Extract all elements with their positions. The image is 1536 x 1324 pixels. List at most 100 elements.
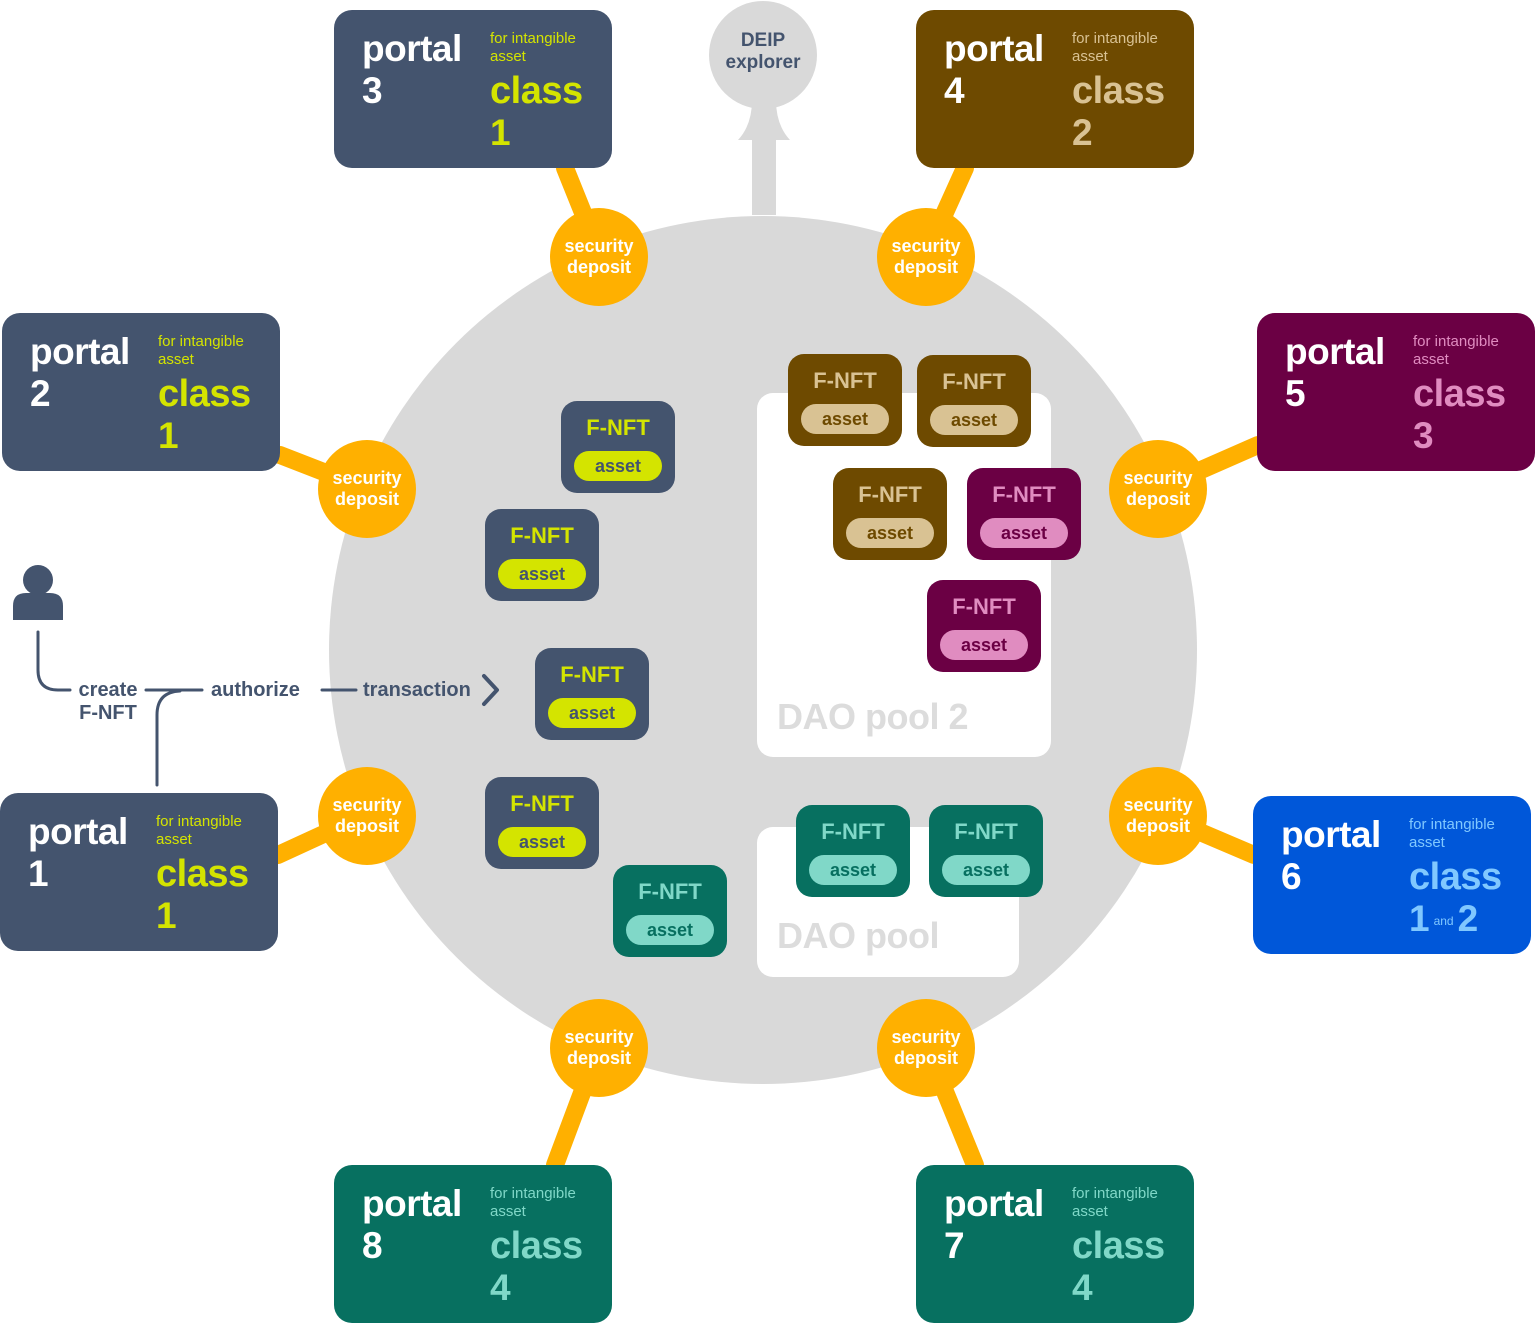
fnft-token[interactable]: F-NFT asset [833,468,947,560]
portal-class-word: class [1072,70,1165,112]
authorize-label: authorize [211,679,300,701]
portal-word: portal [362,1183,462,1224]
portal-word: portal [362,28,462,69]
deposit-circle-portal-2 [318,440,416,538]
fnft-token[interactable]: F-NFT asset [788,354,902,446]
portal-class-number: 1 [158,415,179,456]
portal-2[interactable]: portal 2 for intangible asset class 1 [2,313,280,471]
deposit-line1: security [564,236,634,256]
portal-4[interactable]: portal 4 for intangible asset class 2 [916,10,1194,168]
fnft-token[interactable]: F-NFT asset [917,355,1031,447]
deposit-line2: deposit [893,1048,958,1068]
deposit-line2: deposit [334,489,399,509]
explorer-label-line1: DEIP [740,30,786,51]
portal-8[interactable]: portal 8 for intangible asset class 4 [334,1165,612,1323]
fnft-token-new[interactable]: F-NFT asset [535,648,649,740]
fnft-title: F-NFT [586,415,650,440]
portal-for-text: for intangible asset [158,333,244,368]
dao-pool-2-label: DAO pool 2 [777,696,969,737]
deposit-line2: deposit [566,1048,631,1068]
fnft-token[interactable]: F-NFT asset [485,509,599,601]
fnft-token[interactable]: F-NFT asset [927,580,1041,672]
portal-class-word: class [490,1225,583,1267]
portal-for-text: for intangible asset [1072,30,1158,65]
portal-number: 3 [362,70,383,111]
deposit-line1: security [891,1027,961,1047]
explorer-label[interactable]: DEIP explorer [713,30,813,74]
fnft-asset-pill: asset [574,451,662,481]
explorer-label-line2: explorer [725,52,801,73]
fnft-title: F-NFT [952,594,1016,619]
portal-number: 4 [944,70,965,111]
deposit-circle-portal-5 [1109,440,1207,538]
portal-1[interactable]: portal 1 for intangible asset class 1 [0,793,278,951]
class-number-b: 2 [1457,898,1479,939]
create-line2: F-NFT [79,702,137,724]
fnft-token[interactable]: F-NFT asset [796,805,910,897]
deposit-line1: security [1123,795,1193,815]
portal-class-word: class [1409,856,1502,898]
portal-number: 5 [1285,373,1306,414]
portal-5[interactable]: portal 5 for intangible asset class 3 [1257,313,1535,471]
portal-7[interactable]: portal 7 for intangible asset class 4 [916,1165,1194,1323]
fnft-asset-pill: asset [626,915,714,945]
portal-class-number: 4 [1072,1267,1093,1308]
security-deposit-circles [318,208,1207,1097]
fnft-token[interactable]: F-NFT asset [967,468,1081,560]
fnft-asset-pill: asset [801,404,889,434]
fnft-title: F-NFT [954,819,1018,844]
portal-number: 8 [362,1225,383,1266]
fnft-title: F-NFT [821,819,885,844]
fnft-title: F-NFT [858,482,922,507]
fnft-asset-pill: asset [498,827,586,857]
deposit-line2: deposit [566,257,631,277]
transaction-label: transaction [363,679,471,701]
portal-word: portal [1281,814,1381,855]
portal-for-text: for intangible asset [1413,333,1499,368]
explorer-bubble [709,1,817,109]
fnft-token[interactable]: F-NFT asset [561,401,675,493]
fnft-title: F-NFT [638,879,702,904]
deposit-line2: deposit [334,816,399,836]
portal-3[interactable]: portal 3 for intangible asset class 1 [334,10,612,168]
portal-class-number: 1 [490,112,511,153]
fnft-token[interactable]: F-NFT asset [485,777,599,869]
flow-lines [36,630,499,787]
fnft-asset-pill: asset [942,855,1030,885]
portal-number: 7 [944,1225,965,1266]
deposit-line1: security [891,236,961,256]
dao-pool-label: DAO pool [777,915,939,956]
portal-class-word: class [1413,373,1506,415]
deposit-circle-portal-4 [877,208,975,306]
portal-number: 6 [1281,856,1302,897]
portal-word: portal [944,28,1044,69]
portal-word: portal [1285,331,1385,372]
portal-number: 1 [28,853,49,894]
deposit-circle-portal-6 [1109,767,1207,865]
portal-word: portal [30,331,130,372]
fnft-title: F-NFT [510,523,574,548]
fnft-token[interactable]: F-NFT asset [929,805,1043,897]
class-number-a: 1 [1409,898,1430,939]
dao-pool-2[interactable]: DAO pool 2 [757,393,1051,757]
fnft-asset-pill: asset [940,630,1028,660]
portal-class-word: class [490,70,583,112]
portal-class-word: class [156,853,249,895]
deposit-line2: deposit [893,257,958,277]
fnft-asset-pill: asset [930,405,1018,435]
fnft-asset-pill: asset [846,518,934,548]
fnft-token[interactable]: F-NFT asset [613,865,727,957]
portal-class-number: 3 [1413,415,1434,456]
portal-class-word: class [1072,1225,1165,1267]
